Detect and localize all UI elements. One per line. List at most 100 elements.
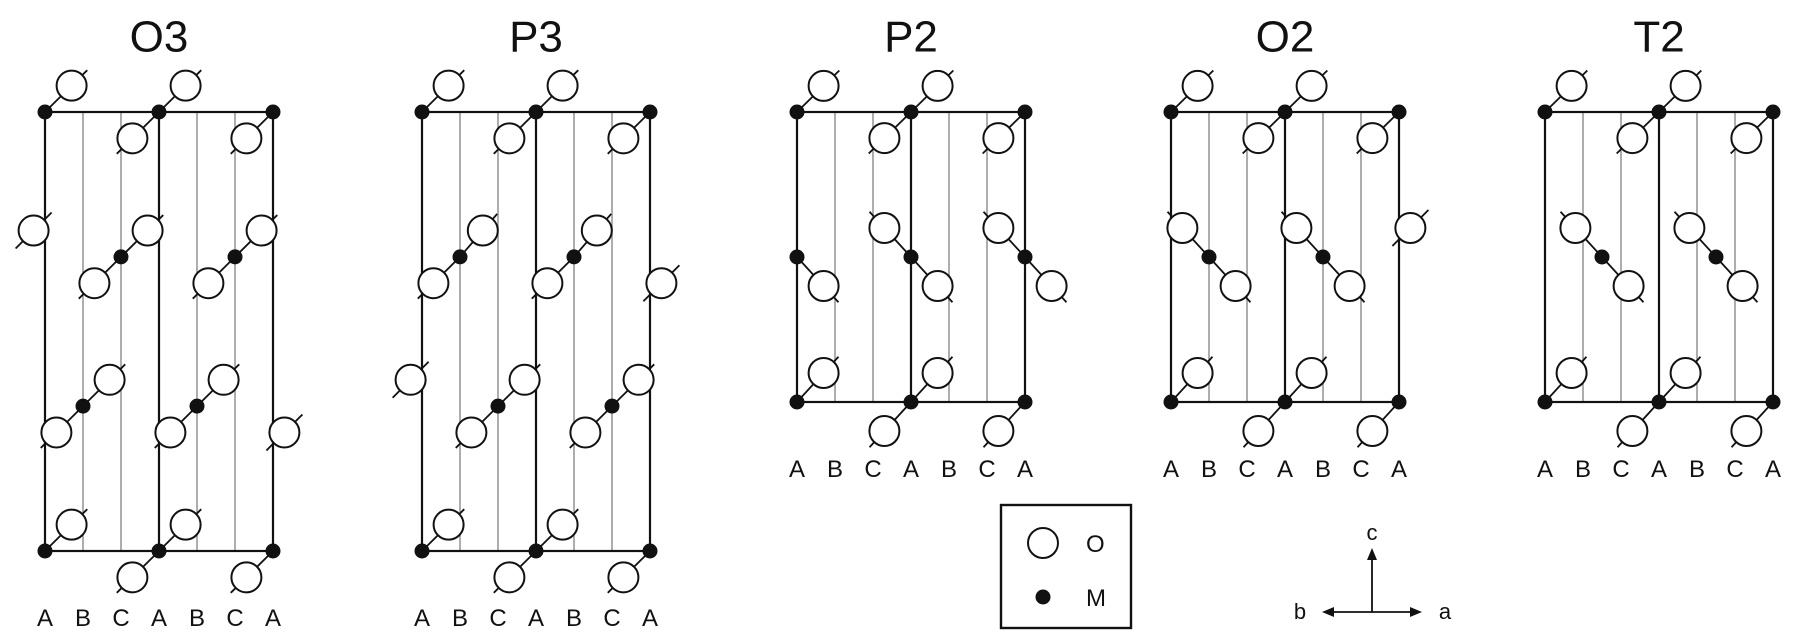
oxygen-atom: [1559, 212, 1592, 244]
metal-atom: [414, 104, 430, 120]
oxygen-atom: [1356, 415, 1389, 447]
oxygen-atom: [622, 363, 655, 396]
oxygen-atom: [245, 214, 278, 247]
axis-c-label: c: [1367, 520, 1378, 545]
stacking-label: A: [1537, 456, 1553, 483]
panel-title: P2: [884, 13, 938, 62]
axis-b-arrowhead-icon: [1322, 607, 1334, 617]
oxygen-atom: [55, 69, 88, 102]
stacking-label: A: [265, 605, 281, 630]
oxygen-atom: [569, 416, 602, 449]
stacking-label: A: [414, 605, 430, 630]
oxygen-atom: [1730, 415, 1763, 447]
oxygen-atom: [1555, 69, 1588, 102]
metal-atom: [642, 104, 658, 120]
oxygen-atom: [1219, 270, 1252, 302]
oxygen-atom: [1394, 212, 1427, 244]
oxygen-atom: [1616, 415, 1649, 447]
axis-b-label: b: [1294, 599, 1306, 624]
oxygen-atom: [546, 69, 579, 102]
legend-oxygen-label: O: [1086, 531, 1105, 558]
panel-title: O3: [130, 13, 189, 62]
metal-atom: [1765, 104, 1781, 120]
stacking-label: B: [941, 456, 957, 483]
oxygen-atom: [868, 415, 901, 447]
metal-atom: [1391, 394, 1407, 410]
stacking-label: A: [642, 605, 658, 630]
axes-indicator: c b a: [1294, 520, 1452, 624]
oxygen-atom: [1669, 357, 1702, 389]
oxygen-atom: [116, 122, 149, 155]
stacking-label: C: [1612, 456, 1629, 483]
oxygen-atom: [1669, 69, 1702, 102]
oxygen-atom: [607, 122, 640, 155]
oxygen-atom: [169, 69, 202, 102]
metal-atom: [1765, 394, 1781, 410]
oxygen-atom: [982, 212, 1015, 244]
metal-atom: [903, 394, 919, 410]
metal-atom: [490, 398, 506, 414]
oxygen-atom: [1356, 122, 1389, 155]
stacking-label: A: [1391, 456, 1407, 483]
oxygen-atom: [1035, 270, 1068, 302]
oxygen-atom: [1181, 69, 1214, 102]
metal-atom: [265, 543, 281, 559]
oxygen-atom: [1166, 212, 1199, 244]
metal-atom: [37, 104, 53, 120]
metal-atom: [1017, 104, 1033, 120]
stacking-label: A: [151, 605, 167, 630]
oxygen-atom: [230, 561, 263, 594]
legend: O M: [999, 503, 1133, 630]
metal-atom: [265, 104, 281, 120]
oxygen-atom: [169, 508, 202, 541]
metal-atom: [1651, 394, 1667, 410]
metal-atom: [528, 543, 544, 559]
oxygen-atom: [1616, 122, 1649, 155]
axis-a-arrowhead-icon: [1410, 607, 1422, 617]
metal-atom: [1651, 104, 1667, 120]
oxygen-atom: [394, 363, 427, 396]
stacking-label: C: [226, 605, 243, 630]
metal-atom: [903, 249, 919, 265]
oxygen-atom: [1295, 69, 1328, 102]
oxygen-atom: [645, 267, 678, 300]
stacking-label: B: [189, 605, 205, 630]
metal-atom: [1017, 394, 1033, 410]
stacking-label: A: [1765, 456, 1781, 483]
panel-title: P3: [509, 13, 563, 62]
stacking-label: A: [37, 605, 53, 630]
stacking-label: B: [1201, 456, 1217, 483]
oxygen-atom: [807, 270, 840, 302]
stacking-label: B: [1575, 456, 1591, 483]
metal-atom: [604, 398, 620, 414]
oxygen-atom: [868, 212, 901, 244]
oxygen-atom: [1673, 212, 1706, 244]
oxygen-atom: [607, 561, 640, 594]
oxygen-atom: [1612, 270, 1645, 302]
stacking-label: C: [603, 605, 620, 630]
stacking-label: C: [489, 605, 506, 630]
stacking-label: C: [1726, 456, 1743, 483]
stacking-label: A: [1163, 456, 1179, 483]
metal-atom: [528, 104, 544, 120]
oxygen-atom: [93, 363, 126, 396]
metal-atom: [789, 104, 805, 120]
oxygen-atom: [1295, 357, 1328, 389]
metal-atom: [1537, 104, 1553, 120]
oxygen-atom: [1333, 270, 1366, 302]
oxygen-atom: [432, 69, 465, 102]
oxygen-atom: [982, 122, 1015, 155]
panel-title: O2: [1256, 13, 1315, 62]
stacking-label: B: [452, 605, 468, 630]
legend-oxygen-icon: [1027, 527, 1059, 559]
metal-atom: [1315, 249, 1331, 265]
metal-atom: [189, 398, 205, 414]
oxygen-atom: [580, 214, 613, 247]
stacking-label: A: [903, 456, 919, 483]
stacking-label: B: [1315, 456, 1331, 483]
oxygen-atom: [432, 508, 465, 541]
metal-atom: [1594, 249, 1610, 265]
